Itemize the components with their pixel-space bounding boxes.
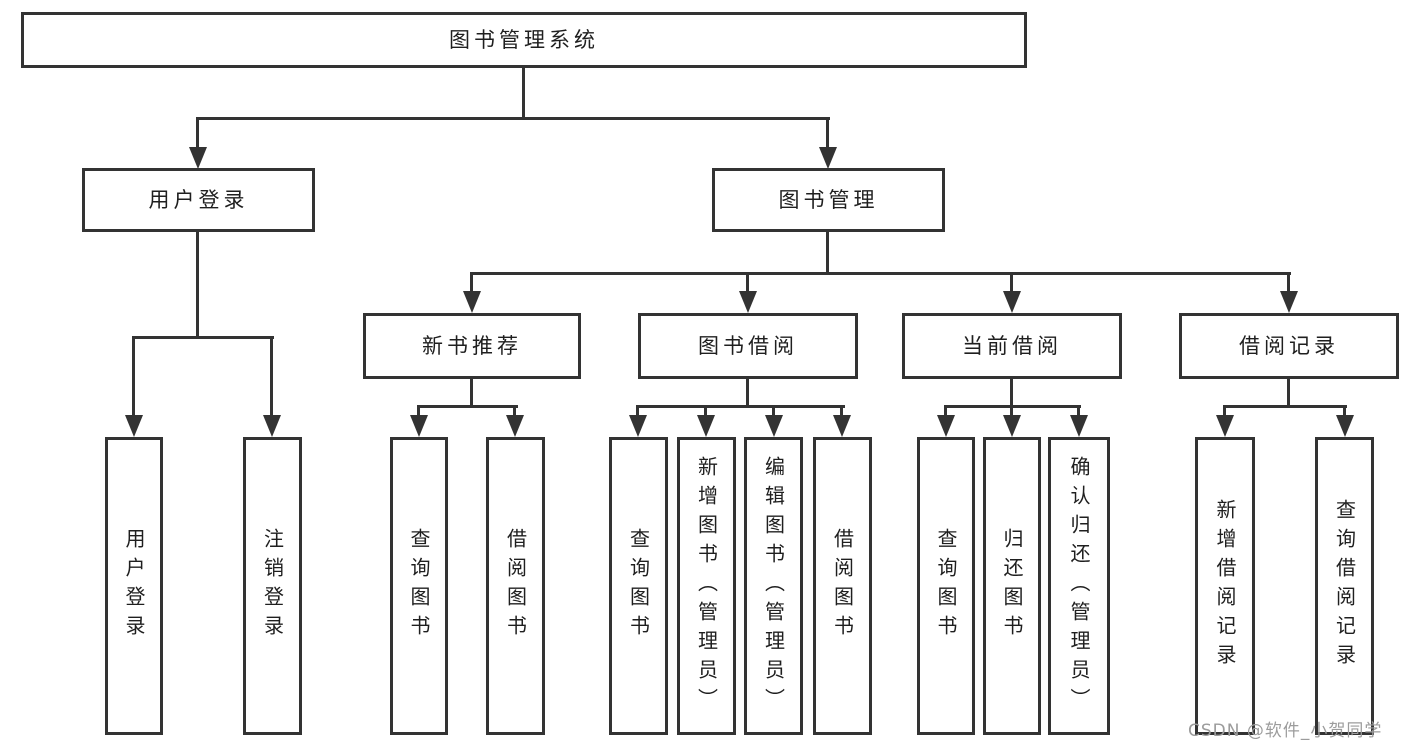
arrowhead-down-icon <box>125 415 143 437</box>
connector-root-stem <box>522 68 525 120</box>
node-book-management-label: 图书管理 <box>778 187 879 212</box>
watermark: CSDN @软件_小贺同学 <box>1188 721 1383 741</box>
leaf-recommend-query-books: 查询图书 <box>390 437 448 735</box>
leaf-recommend-query-books-label: 查询图书 <box>407 528 431 644</box>
connector-drop <box>636 405 639 419</box>
connector-current-borrowing-stem <box>1010 379 1013 408</box>
leaf-query-borrowing-record: 查询借阅记录 <box>1315 437 1374 735</box>
connector-book-management-bar <box>470 272 1291 275</box>
arrowhead-down-icon <box>1216 415 1234 437</box>
connector-new-book-stem <box>470 379 473 408</box>
connector-drop-current-borrowing <box>1010 272 1013 296</box>
leaf-edit-books-admin: 编辑图书（管理员） <box>744 437 803 735</box>
node-new-book-recommendation: 新书推荐 <box>363 313 581 379</box>
arrowhead-down-icon <box>833 415 851 437</box>
arrowhead-down-icon <box>1336 415 1354 437</box>
leaf-borrowing-borrow-books-label: 借阅图书 <box>830 528 855 644</box>
node-book-borrowing-label: 图书借阅 <box>698 333 798 358</box>
leaf-add-books-admin-label: 新增图书（管理员） <box>694 455 719 717</box>
connector-drop <box>1223 405 1226 419</box>
leaf-add-borrowing-record: 新增借阅记录 <box>1195 437 1255 735</box>
node-root-label: 图书管理系统 <box>449 27 599 52</box>
connector-drop-book-borrowing <box>746 272 749 296</box>
arrowhead-down-icon <box>819 147 837 169</box>
leaf-return-books-label: 归还图书 <box>1000 528 1024 644</box>
node-user-login-label: 用户登录 <box>148 187 249 212</box>
node-book-management: 图书管理 <box>712 168 945 232</box>
connector-drop <box>840 405 843 419</box>
arrowhead-down-icon <box>1003 291 1021 313</box>
leaf-borrowing-query-books-label: 查询图书 <box>626 528 651 644</box>
arrowhead-down-icon <box>263 415 281 437</box>
connector-drop <box>513 405 516 419</box>
node-borrowing-records: 借阅记录 <box>1179 313 1399 379</box>
leaf-recommend-borrow-books: 借阅图书 <box>486 437 545 735</box>
leaf-user-login: 用户登录 <box>105 437 163 735</box>
leaf-return-books: 归还图书 <box>983 437 1041 735</box>
node-current-borrowing-label: 当前借阅 <box>962 333 1062 358</box>
connector-drop-borrowing-records <box>1287 272 1290 296</box>
leaf-edit-books-admin-label: 编辑图书（管理员） <box>761 455 786 717</box>
arrowhead-down-icon <box>937 415 955 437</box>
connector-drop <box>1343 405 1346 419</box>
leaf-confirm-return-admin: 确认归还（管理员） <box>1048 437 1110 735</box>
leaf-current-query-books-label: 查询图书 <box>934 528 958 644</box>
connector-new-book-bar <box>417 405 518 408</box>
connector-drop-book-management <box>826 117 829 150</box>
connector-book-borrowing-stem <box>746 379 749 408</box>
connector-drop <box>944 405 947 419</box>
arrowhead-down-icon <box>765 415 783 437</box>
leaf-user-login-label: 用户登录 <box>122 528 146 644</box>
connector-drop <box>772 405 775 419</box>
connector-user-login-bar <box>132 336 274 339</box>
connector-drop-user-login <box>196 117 199 150</box>
arrowhead-down-icon <box>629 415 647 437</box>
arrowhead-down-icon <box>697 415 715 437</box>
node-borrowing-records-label: 借阅记录 <box>1239 333 1339 358</box>
arrowhead-down-icon <box>1280 291 1298 313</box>
leaf-add-books-admin: 新增图书（管理员） <box>677 437 736 735</box>
connector-drop <box>1077 405 1080 419</box>
leaf-logout-label: 注销登录 <box>260 528 285 644</box>
arrowhead-down-icon <box>506 415 524 437</box>
arrowhead-down-icon <box>739 291 757 313</box>
leaf-confirm-return-admin-label: 确认归还（管理员） <box>1067 455 1091 717</box>
node-book-borrowing: 图书借阅 <box>638 313 858 379</box>
leaf-query-borrowing-record-label: 查询借阅记录 <box>1332 499 1357 673</box>
arrowhead-down-icon <box>463 291 481 313</box>
connector-drop-leaf-logout <box>270 336 273 419</box>
node-root: 图书管理系统 <box>21 12 1027 68</box>
leaf-current-query-books: 查询图书 <box>917 437 975 735</box>
connector-book-management-stem <box>826 232 829 275</box>
leaf-add-borrowing-record-label: 新增借阅记录 <box>1213 499 1237 673</box>
connector-drop <box>704 405 707 419</box>
connector-drop-leaf-user-login <box>132 336 135 419</box>
leaf-borrowing-borrow-books: 借阅图书 <box>813 437 872 735</box>
connector-drop <box>417 405 420 419</box>
arrowhead-down-icon <box>1070 415 1088 437</box>
connector-user-login-stem <box>196 232 199 339</box>
arrowhead-down-icon <box>1003 415 1021 437</box>
connector-root-bar <box>196 117 830 120</box>
leaf-logout: 注销登录 <box>243 437 302 735</box>
node-new-book-recommendation-label: 新书推荐 <box>422 333 522 358</box>
node-user-login: 用户登录 <box>82 168 315 232</box>
connector-drop <box>1010 405 1013 419</box>
connector-book-borrowing-bar <box>636 405 845 408</box>
connector-drop-new-book <box>470 272 473 296</box>
leaf-recommend-borrow-books-label: 借阅图书 <box>503 528 528 644</box>
leaf-borrowing-query-books: 查询图书 <box>609 437 668 735</box>
arrowhead-down-icon <box>189 147 207 169</box>
connector-borrowing-records-bar <box>1223 405 1347 408</box>
connector-borrowing-records-stem <box>1287 379 1290 408</box>
arrowhead-down-icon <box>410 415 428 437</box>
node-current-borrowing: 当前借阅 <box>902 313 1122 379</box>
